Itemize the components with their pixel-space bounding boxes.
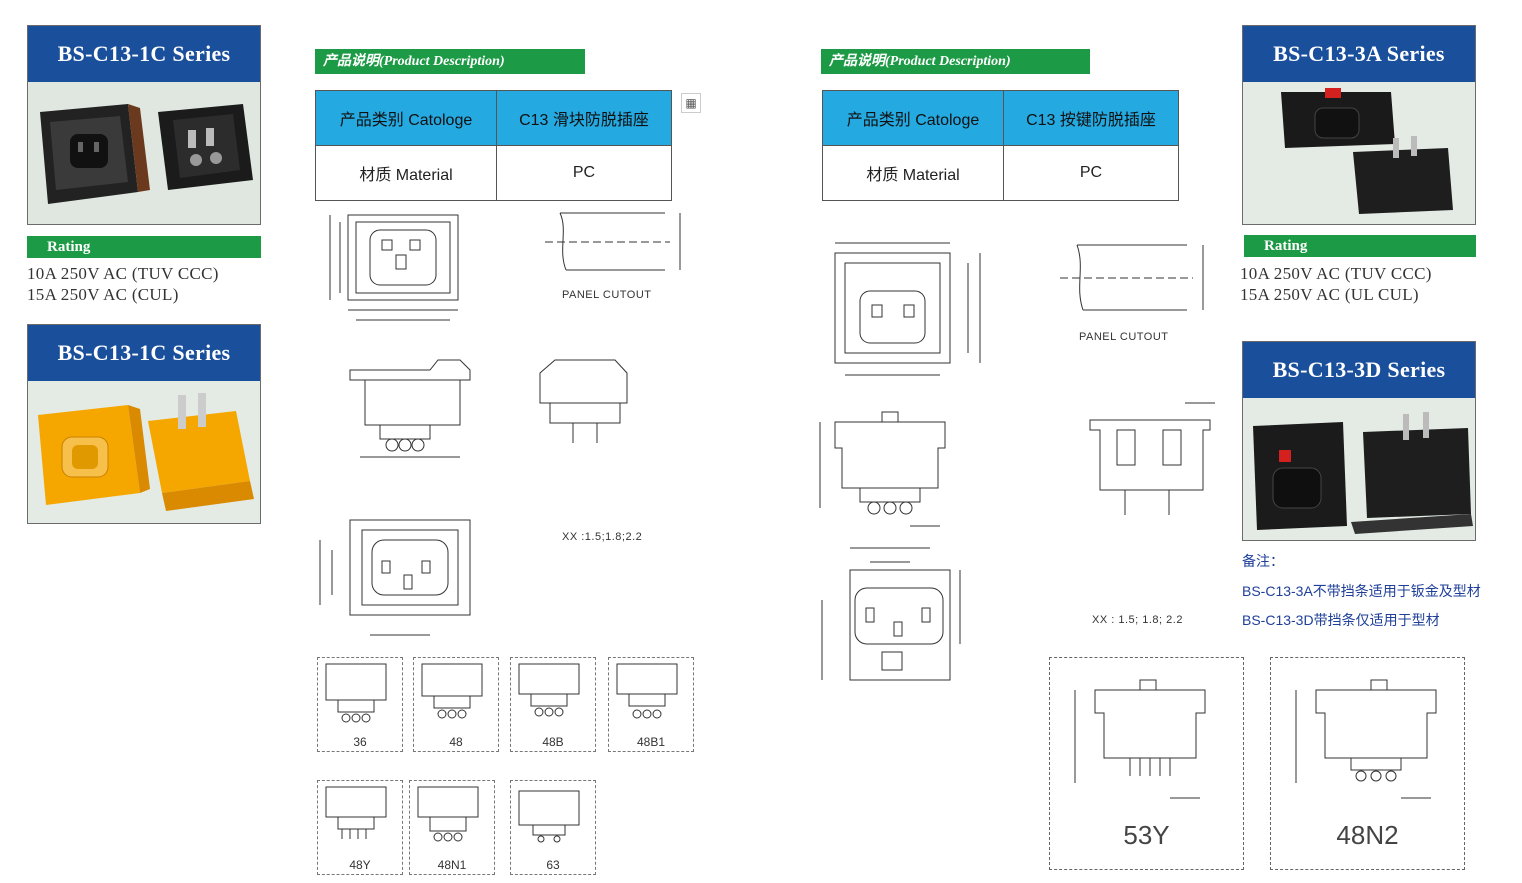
variant-label: 48N1 [437,858,467,872]
material-label: 材质 Material [315,145,497,201]
end-view-drawing-left [539,359,628,443]
variant-label: 48Y [349,858,371,872]
table-icon[interactable]: ▦ [681,93,701,113]
rating-bar-right: Rating [1244,235,1476,257]
variant-drawing [1295,679,1437,799]
product-photo-3d [1243,398,1475,540]
variant-box: 63 [510,780,596,875]
rating-line-1-left: 10A 250V AC (TUV CCC) [27,264,219,283]
panel-cutout-drawing-left [545,212,681,271]
rating-bar-left: Rating [27,236,261,258]
series-card-bs-c13-1c-top: BS-C13-1C Series [27,25,261,225]
panel-cutout-label-right: PANEL CUTOUT [1079,331,1169,343]
variant-drawing [325,786,387,839]
product-photo-3a [1243,82,1475,224]
variant-box: 48 [413,657,499,752]
catalog-value: C13 按键防脱插座 [1003,90,1179,146]
variant-drawing [417,786,479,842]
variant-label: 53Y [1123,820,1170,850]
product-description-heading-right: 产品说明(Product Description) [821,49,1090,74]
rating-line-2-left: 15A 250V AC (CUL) [27,285,179,304]
variant-label: 48B [542,735,564,749]
end-view-drawing-right [1089,402,1215,515]
note-line-2: BS-C13-3D带挡条仅适用于型材 [1242,612,1440,628]
side-view-drawing-right [819,411,946,527]
series-title: BS-C13-3D Series [1243,342,1475,398]
product-description-heading-left: 产品说明(Product Description) [315,49,585,74]
variant-box: 48Y [317,780,403,875]
product-description-table-left: 产品类别 Catologe C13 滑块防脱插座 材质 Material PC [315,90,672,201]
product-photo-1c-yellow [28,381,260,523]
notes-title: 备注： [1242,553,1284,569]
catalog-label: 产品类别 Catologe [822,90,1004,146]
product-photo-1c-black [28,82,260,224]
product-description-table-right: 产品类别 Catologe C13 按键防脱插座 材质 Material PC [822,90,1179,201]
variant-label: 48N2 [1336,820,1399,850]
series-card-bs-c13-3d: BS-C13-3D Series [1242,341,1476,541]
series-card-bs-c13-1c-bottom: BS-C13-1C Series [27,324,261,524]
variant-drawing [1074,679,1206,799]
front-view-drawing-right [834,242,981,376]
panel-cutout-drawing-right [1060,244,1204,311]
series-title: BS-C13-1C Series [28,325,260,381]
series-title: BS-C13-1C Series [28,26,260,82]
rating-line-2-right: 15A 250V AC (UL CUL) [1240,285,1419,304]
catalog-value: C13 滑块防脱插座 [496,90,672,146]
variant-drawing [325,663,387,723]
xx-note-right: XX : 1.5; 1.8; 2.2 [1092,614,1183,626]
variant-drawing [518,790,580,843]
variant-box: 48N1 [409,780,495,875]
side-view-drawing-left [349,359,471,458]
socket-face-drawing-left [319,519,471,636]
variant-label: 48B1 [636,735,666,749]
variant-box: 48B [510,657,596,752]
variant-label: 48 [449,735,463,749]
panel-cutout-label-left: PANEL CUTOUT [562,289,652,301]
xx-note-left: XX :1.5;1.8;2.2 [562,531,643,543]
material-label: 材质 Material [822,145,1004,201]
variant-box: 36 [317,657,403,752]
variant-drawing [616,663,678,719]
note-line-1: BS-C13-3A不带挡条适用于钣金及型材 [1242,583,1481,599]
material-value: PC [1003,145,1179,201]
material-value: PC [496,145,672,201]
rating-line-1-right: 10A 250V AC (TUV CCC) [1240,264,1432,283]
variant-box-large: 48N2 [1270,657,1465,870]
series-title: BS-C13-3A Series [1243,26,1475,82]
series-card-bs-c13-3a: BS-C13-3A Series [1242,25,1476,225]
catalog-label: 产品类别 Catologe [315,90,497,146]
variant-drawing [518,663,580,717]
front-view-drawing-left [329,214,459,321]
variant-box: 48B1 [608,657,694,752]
variant-label: 36 [353,735,367,749]
socket-face-drawing-right [821,547,961,681]
variant-drawing [421,663,483,719]
variant-box-large: 53Y [1049,657,1244,870]
variant-label: 63 [546,858,560,872]
